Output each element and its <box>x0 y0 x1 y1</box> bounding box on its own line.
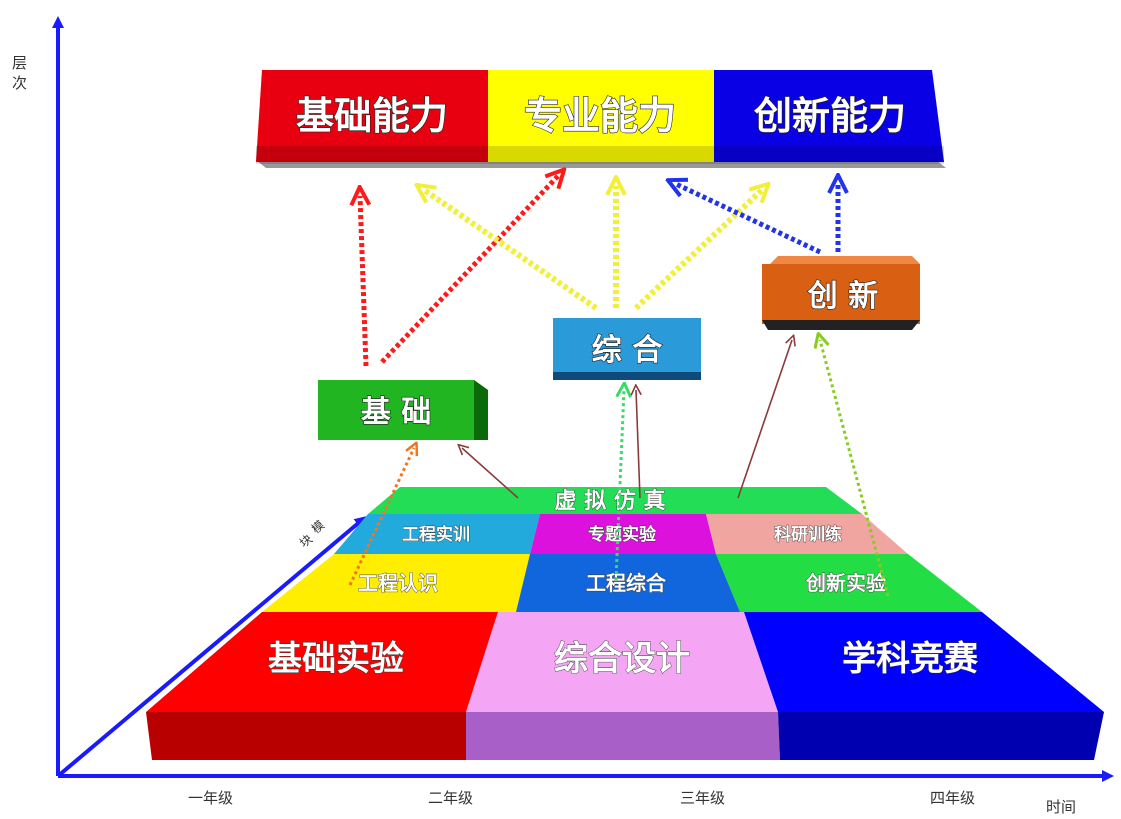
level-innovation-box <box>762 264 920 324</box>
ability-innovation-label: 创新能力 <box>754 94 906 138</box>
tile-simulation <box>368 487 862 514</box>
ability-basic-label: 基础能力 <box>296 94 448 138</box>
level-innovation-label: 创 新 <box>807 279 878 314</box>
arrow-research-to-innov <box>820 340 890 597</box>
axes: 层 次 时间 模 块 一年级 二年级 三年级 四年级 <box>12 16 1114 816</box>
tile-engineering-practice <box>334 514 540 554</box>
arrow-simulation-to-basic <box>462 448 519 499</box>
z-axis-label-2: 块 <box>297 532 315 550</box>
tile-comprehensive-design-label: 综合设计 <box>554 639 690 679</box>
x-tick-1: 一年级 <box>188 789 233 807</box>
tile-engineering-comprehensive <box>516 554 740 612</box>
tile-engineering-comprehensive-label: 工程综合 <box>586 571 667 595</box>
tile-engineering-practice-label: 工程实训 <box>402 524 470 545</box>
arrow-simulation-to-comp <box>636 390 640 499</box>
x-tick-4: 四年级 <box>930 789 975 807</box>
x-tick-2: 二年级 <box>428 789 473 807</box>
tile-innovation-experiment-label: 创新实验 <box>805 571 886 595</box>
level-boxes: 基 础 综 合 创 新 <box>318 256 920 440</box>
level-comprehensive-label: 综 合 <box>592 333 662 368</box>
level-basic-box <box>318 380 474 440</box>
tile-innovation-experiment <box>716 554 982 612</box>
arrow-innov-to-professional-ability <box>676 184 822 255</box>
x-tick-3: 三年级 <box>680 789 725 807</box>
arrow-basic-to-basic-ability <box>360 196 366 367</box>
tile-engineering-cognition-label: 工程认识 <box>358 571 438 595</box>
arrow-basic-to-professional-ability <box>380 176 558 364</box>
x-axis-label: 时间 <box>1046 798 1076 816</box>
level-comprehensive-box <box>553 318 701 378</box>
tile-basic-experiment-label: 基础实验 <box>268 639 404 679</box>
ability-professional-label: 专业能力 <box>524 94 676 138</box>
module-platform: 虚 拟 仿 真 工程实训 专题实验 科研训练 工程认识 工程综合 创新实验 基础… <box>146 487 1104 760</box>
arrow-cognition-to-basic <box>348 448 414 586</box>
tile-special-experiment <box>530 514 716 554</box>
tile-research-training <box>706 514 908 554</box>
tile-special-experiment-label: 专题实验 <box>588 524 657 545</box>
tile-research-training-label: 科研训练 <box>774 524 842 545</box>
arrow-comp-to-innovation-ability <box>633 190 762 311</box>
tile-discipline-competition-label: 学科竞赛 <box>842 639 979 679</box>
z-axis-label-1: 模 <box>309 518 327 536</box>
z-axis <box>56 516 367 778</box>
arrow-simulation-to-innov <box>737 340 792 499</box>
arrows <box>348 176 890 597</box>
ability-banner: 基础能力 专业能力 创新能力 <box>256 70 946 168</box>
level-basic-label: 基 础 <box>361 395 431 430</box>
tile-engineering-cognition <box>262 554 530 612</box>
y-axis-label-2: 次 <box>12 74 27 92</box>
arrow-comprehensive-to-comp <box>614 390 624 581</box>
tile-simulation-label: 虚 拟 仿 真 <box>555 488 666 514</box>
y-axis-label-1: 层 <box>12 54 27 72</box>
